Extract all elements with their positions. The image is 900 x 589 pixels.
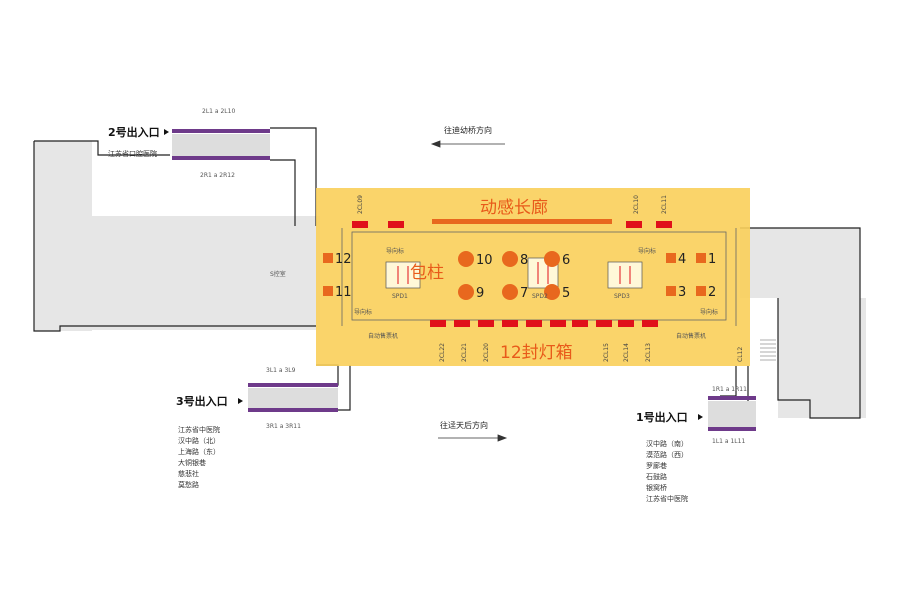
vert-label-b6: 2CL13 <box>645 343 652 362</box>
exit3-place-3: 大铜银巷 <box>178 458 206 467</box>
exit3-name: 3号出入口 <box>176 394 228 408</box>
marker-5: 5 <box>562 286 570 301</box>
exit-arrows <box>164 129 703 420</box>
label-ticket-1: 自动售票机 <box>368 332 398 340</box>
exit1-place-4: 银窝桥 <box>646 483 667 492</box>
right-grey-area <box>740 228 860 298</box>
marker-10: 10 <box>476 253 493 268</box>
label-ticket-2: 自动售票机 <box>676 332 706 340</box>
exit3-place-0: 江苏省中医院 <box>178 425 220 434</box>
exit3-stairs <box>248 383 338 412</box>
label-guide-3: 导向标 <box>354 308 372 316</box>
marker-4: 4 <box>678 252 686 267</box>
pillar-markers <box>458 251 560 300</box>
right-grey-area-2 <box>778 298 866 418</box>
direction-bottom-label: 往迳天后方向 <box>440 420 488 430</box>
vert-label-top-left: 2CL09 <box>357 195 364 214</box>
zone-lightbox-label: 12封灯箱 <box>500 343 573 363</box>
label-spd1: SPD1 <box>392 293 408 300</box>
exit2-bottom-range: 2R1 a 2R12 <box>200 172 235 179</box>
escalators <box>385 257 643 289</box>
exit1-place-5: 江苏省中医院 <box>646 494 688 503</box>
marker-12: 12 <box>335 252 352 267</box>
exit1-place-1: 漠范路（西） <box>646 450 688 459</box>
left-concourse-grey <box>60 216 320 330</box>
exit3-top-range: 3L1 a 3L9 <box>266 367 296 374</box>
right-stairs <box>760 339 776 361</box>
square-markers <box>323 253 706 296</box>
exit3-place-2: 上海路（东） <box>178 447 220 456</box>
direction-arrow-bottom <box>438 434 508 442</box>
marker-6: 6 <box>562 253 570 268</box>
marker-11: 11 <box>335 285 352 300</box>
exit3-bottom-range: 3R1 a 3R11 <box>266 423 301 430</box>
label-control-room: S控室 <box>270 270 286 278</box>
marker-2: 2 <box>708 285 716 300</box>
vert-label-b3: 2CL20 <box>483 343 490 362</box>
marker-8: 8 <box>520 253 528 268</box>
exit1-place-3: 石鼓路 <box>646 472 667 481</box>
vert-label-top-r1: 2CL10 <box>633 195 640 214</box>
exit2-stairs <box>172 129 270 160</box>
exit1-bottom-range: 1L1 a 1L11 <box>712 438 745 445</box>
direction-top-label: 往迪幼桥方向 <box>444 125 492 135</box>
exit3-place-4: 慈悲社 <box>178 469 199 478</box>
exit1-place-2: 罗廊巷 <box>646 461 667 470</box>
exit3-place-5: 莫愁路 <box>178 480 199 489</box>
vert-label-b5: 2CL14 <box>623 343 630 362</box>
bottom-lightboxes <box>430 320 658 327</box>
zone-pillar-label: 包柱 <box>410 263 444 283</box>
exit1-top-range: 1R1 a 1R11 <box>712 386 747 393</box>
label-spd3: SPD3 <box>614 293 630 300</box>
vert-label-top-r2: 2CL11 <box>661 195 668 214</box>
label-guide-4: 导向标 <box>700 308 718 316</box>
exit2-sub: 江苏省口腔医院 <box>108 149 157 158</box>
marker-7: 7 <box>520 286 528 301</box>
exit1-name: 1号出入口 <box>636 410 688 424</box>
label-guide-2: 导向标 <box>638 247 656 255</box>
marker-1: 1 <box>708 252 716 267</box>
vert-label-b1: 2CL22 <box>439 343 446 362</box>
marker-9: 9 <box>476 286 484 301</box>
label-spd2: SPD2 <box>532 293 548 300</box>
top-lightboxes <box>352 221 672 228</box>
label-guide-1: 导向标 <box>386 247 404 255</box>
exit1-stairs <box>708 396 756 431</box>
exit3-place-1: 汉中路（北） <box>178 436 220 445</box>
exit2-top-range: 2L1 a 2L10 <box>202 108 235 115</box>
zone-gallery-label: 动感长廊 <box>480 198 548 218</box>
gallery-bar <box>432 219 612 224</box>
marker-3: 3 <box>678 285 686 300</box>
vert-label-b2: 2CL21 <box>461 343 468 362</box>
direction-arrow-top <box>430 140 505 148</box>
vert-label-b7: CL12 <box>737 347 744 362</box>
exit2-name: 2号出入口 <box>108 125 160 139</box>
vert-label-b4: 2CL15 <box>603 343 610 362</box>
exit1-place-0: 汉中路（南） <box>646 439 688 448</box>
